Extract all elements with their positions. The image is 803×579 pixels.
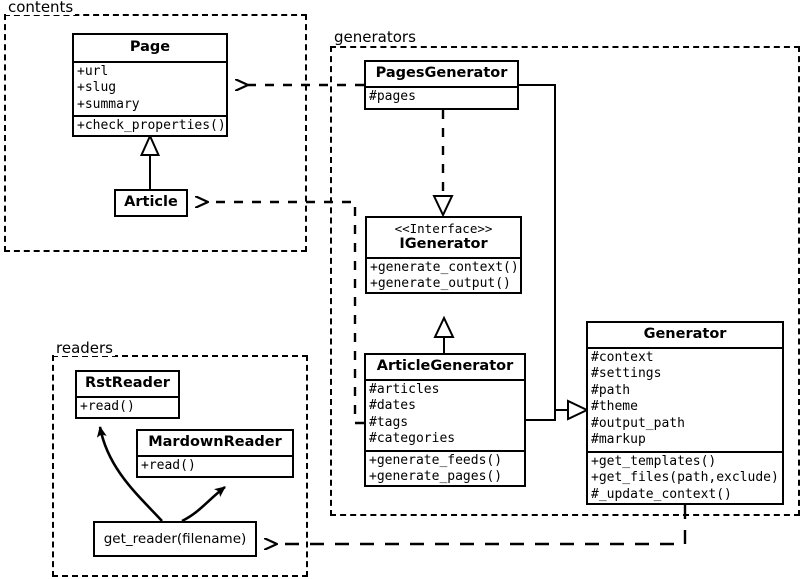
attribute: #dates [369,398,416,414]
attribute: #theme [591,399,638,415]
class-pagesgenerator[interactable]: PagesGenerator #pages [364,60,519,110]
class-pagesgenerator-name: PagesGenerator [375,65,508,81]
class-generator-operations: +get_templates() +get_files(path,exclude… [588,450,782,506]
attribute: #tags [369,414,409,430]
package-readers-label: readers [54,339,115,357]
class-pagesgenerator-attributes: #pages [366,85,517,108]
package-contents-label: contents [6,0,76,16]
package-generators-label: generators [332,28,418,46]
class-page-name: Page [129,39,171,55]
operation: +get_files(path,exclude) [591,470,779,486]
class-articlegenerator[interactable]: ArticleGenerator #articles #dates #tags … [364,353,526,487]
class-rstreader[interactable]: RstReader +read() [75,370,180,419]
class-mardownreader[interactable]: MardownReader +read() [136,429,294,478]
operation: +check_properties() [77,118,226,134]
class-page[interactable]: Page +url +slug +summary +check_properti… [72,33,228,137]
attribute: #settings [591,366,662,382]
operation: +read() [141,457,196,473]
class-generator[interactable]: Generator #context #settings #path #them… [586,321,784,505]
class-rstreader-name: RstReader [85,375,170,391]
operation: +generate_pages() [369,469,503,485]
class-page-operations: +check_properties() [74,115,226,137]
class-generator-name: Generator [643,326,727,342]
attribute: #path [591,382,631,398]
class-articlegenerator-operations: +generate_feeds() +generate_pages() [366,449,524,488]
class-rstreader-operations: +read() [77,395,178,418]
class-mardownreader-name: MardownReader [148,434,282,450]
class-igenerator-operations: +generate_context() +generate_output() [367,256,520,295]
attribute: #articles [369,381,440,397]
attribute: #pages [369,88,416,104]
attribute: +slug [77,80,117,96]
attribute: #markup [591,432,646,448]
class-generator-attributes: #context #settings #path #theme #output_… [588,346,782,451]
package-readers [52,355,308,577]
operation: +generate_context() [370,259,519,275]
package-contents [4,14,307,252]
class-articlegenerator-attributes: #articles #dates #tags #categories [366,378,524,450]
attribute: #output_path [591,415,685,431]
operation: +get_templates() [591,453,717,469]
class-article-name: Article [124,194,178,210]
class-igenerator[interactable]: <<Interface>> IGenerator +generate_conte… [365,216,522,294]
class-igenerator-name: IGenerator [399,236,488,252]
function-get-reader[interactable]: get_reader(filename) [93,521,257,557]
operation: +read() [80,398,135,414]
class-article[interactable]: Article [114,189,188,217]
operation: +generate_feeds() [369,452,503,468]
class-mardownreader-operations: +read() [138,454,292,477]
function-get-reader-label: get_reader(filename) [103,531,247,547]
class-articlegenerator-name: ArticleGenerator [376,358,514,374]
package-generators [330,46,800,516]
operation: #_update_context() [591,486,732,502]
class-page-attributes: +url +slug +summary [74,60,226,116]
attribute: #categories [369,431,456,447]
operation: +generate_output() [370,276,511,292]
attribute: +url [77,63,109,79]
attribute: +summary [77,96,140,112]
class-igenerator-stereotype: <<Interface>> [394,221,493,236]
attribute: #context [591,349,654,365]
